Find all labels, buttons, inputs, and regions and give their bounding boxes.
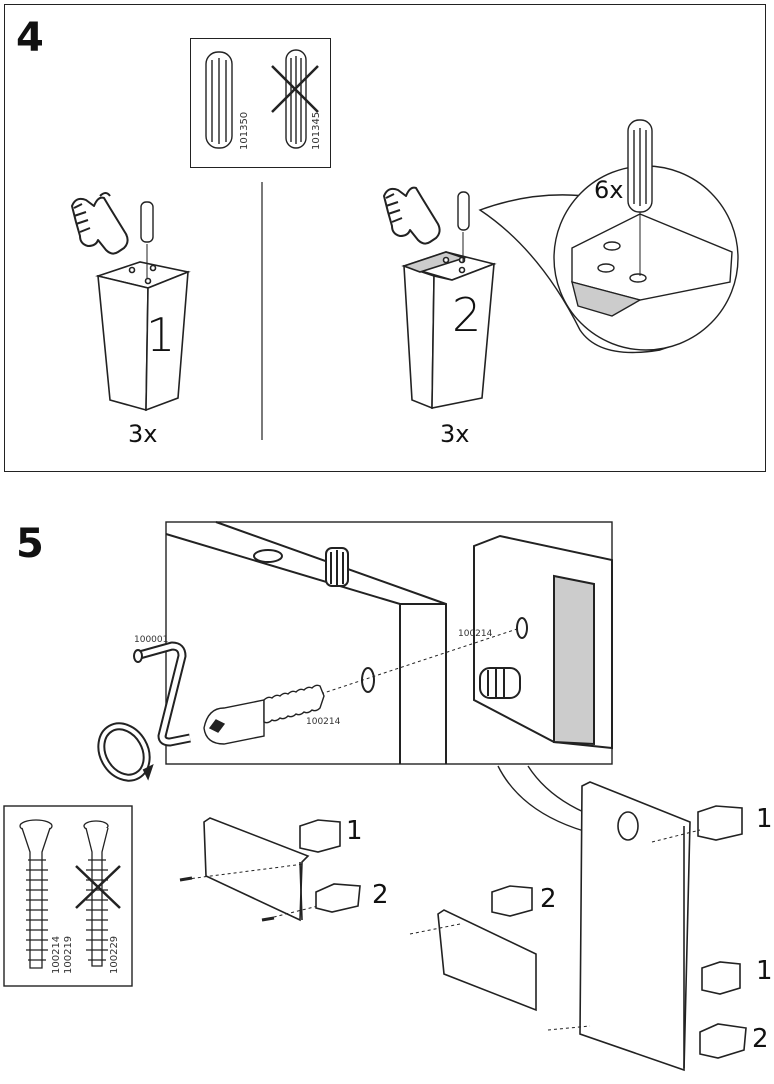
step-4-number: 4 bbox=[16, 15, 44, 61]
screw-correct-icon bbox=[19, 819, 53, 969]
step-5-number: 5 bbox=[16, 521, 44, 567]
dowel-correct-icon bbox=[205, 51, 233, 149]
leg-label: 2 bbox=[752, 1024, 769, 1054]
screw-wrong-icon bbox=[83, 820, 109, 967]
screw-wrong-code: 100229 bbox=[109, 935, 120, 974]
leg-1-quantity: 3x bbox=[128, 420, 158, 448]
hand-push-icon bbox=[383, 186, 441, 245]
side-panel-b bbox=[409, 909, 537, 1012]
board-right bbox=[473, 534, 613, 750]
dowel-icon bbox=[140, 201, 154, 278]
leg-2-quantity: 3x bbox=[440, 420, 470, 448]
leg-1 bbox=[95, 261, 191, 412]
side-panel-a bbox=[179, 817, 319, 922]
hole-code: 100214 bbox=[458, 629, 493, 639]
screw-correct-code-2: 100219 bbox=[63, 935, 74, 974]
step-4-panel bbox=[4, 4, 766, 472]
board-left bbox=[165, 521, 447, 764]
side-panel-large bbox=[547, 781, 701, 1072]
leg-label: 1 bbox=[756, 956, 773, 986]
hex-key-code: 100001 bbox=[134, 635, 169, 645]
leg-2 bbox=[401, 251, 497, 410]
dowel-icon bbox=[457, 191, 470, 262]
leg-label: 1 bbox=[346, 816, 363, 846]
hex-key-icon bbox=[133, 641, 191, 747]
screw-icon bbox=[203, 684, 325, 745]
hand-push-icon bbox=[71, 192, 129, 255]
leg-label: 2 bbox=[372, 880, 389, 910]
cross-icon bbox=[271, 65, 319, 113]
leg-label: 1 bbox=[756, 804, 773, 834]
zoom-quantity: 6x bbox=[594, 176, 624, 204]
leg-piece bbox=[299, 805, 747, 1059]
cross-icon bbox=[75, 865, 121, 909]
leg-1-number: 1 bbox=[146, 308, 176, 362]
dowel-comparison-box bbox=[190, 38, 331, 168]
leg-2-number: 2 bbox=[452, 288, 482, 342]
rotate-arrow-icon bbox=[97, 722, 154, 782]
leg-label: 2 bbox=[540, 884, 557, 914]
zoom-callout bbox=[478, 119, 739, 354]
screw-code: 100214 bbox=[306, 717, 341, 727]
screw-correct-code-1: 100214 bbox=[51, 935, 62, 974]
